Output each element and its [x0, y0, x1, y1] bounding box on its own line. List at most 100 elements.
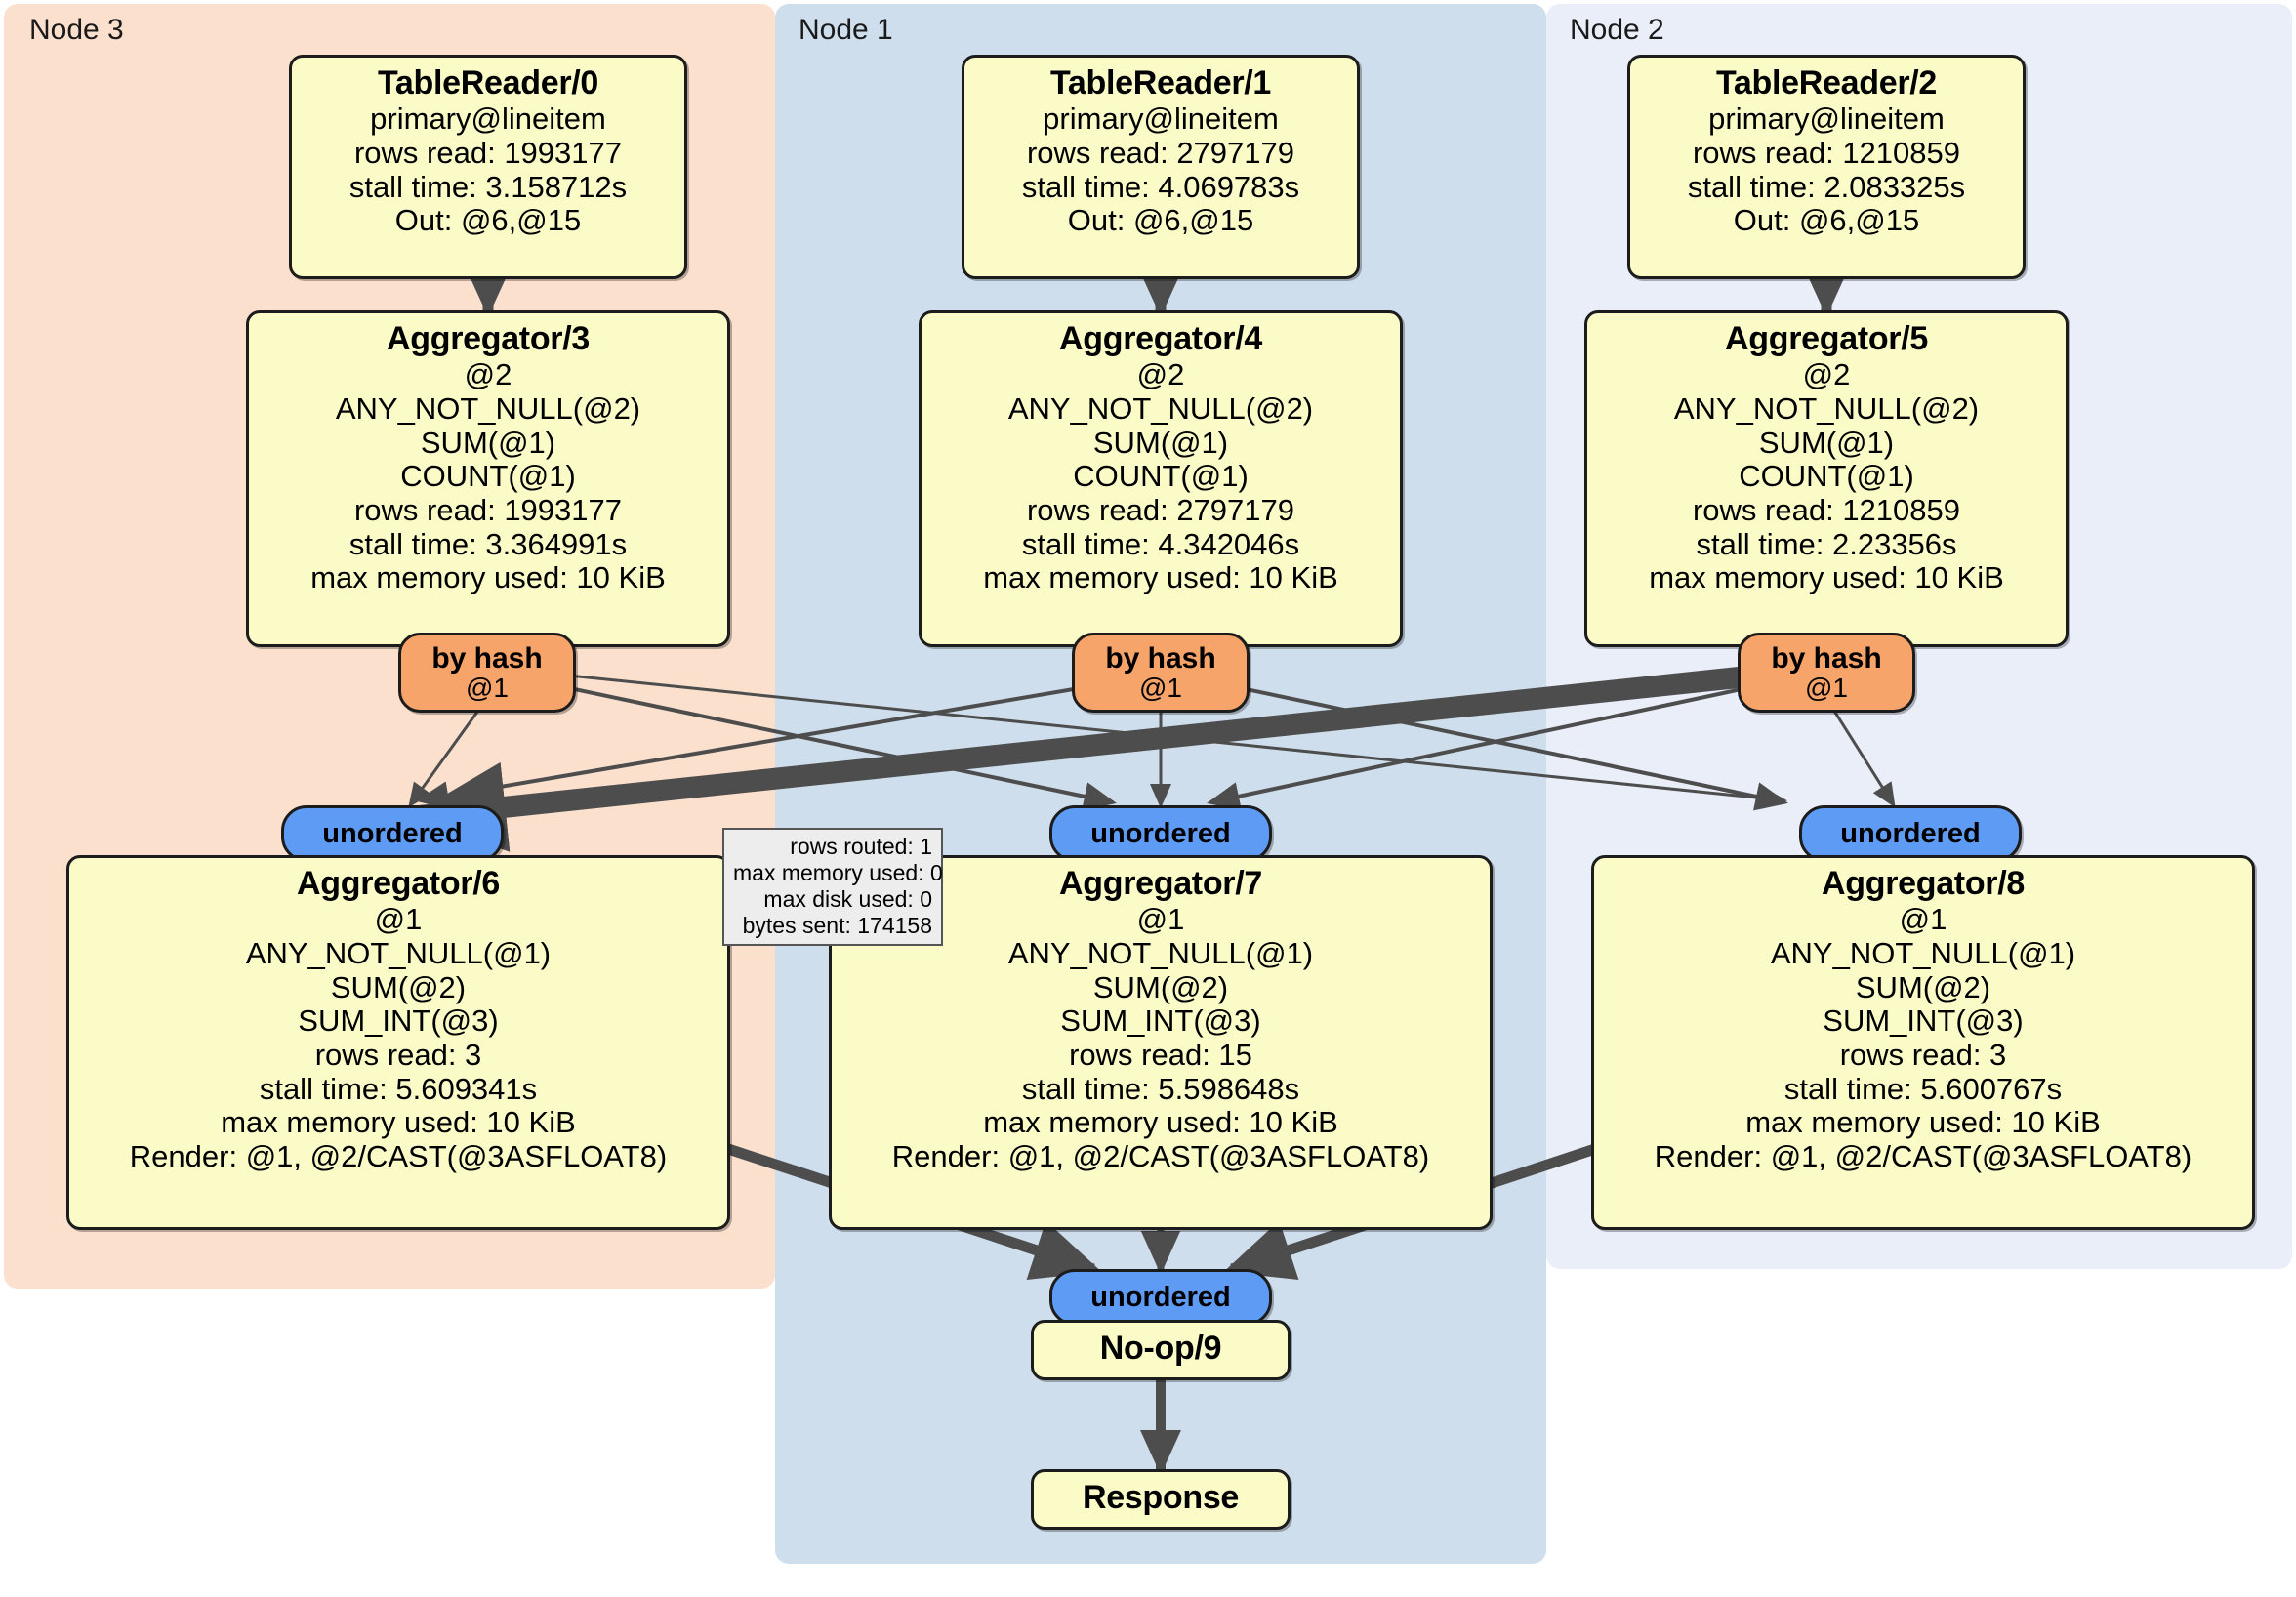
processor-detail: ANY_NOT_NULL(@1) — [1770, 935, 2076, 970]
processor-detail: SUM(@1) — [420, 425, 556, 460]
processor-title: No-op/9 — [1099, 1330, 1222, 1367]
router-by-hash-mid[interactable]: by hash @1 — [1072, 633, 1250, 713]
processor-detail: SUM_INT(@3) — [1060, 1003, 1261, 1039]
processor-noop-9[interactable]: No-op/9 — [1031, 1320, 1291, 1380]
processor-detail: @1 — [1899, 902, 1948, 937]
processor-detail: rows read: 2797179 — [1026, 135, 1295, 170]
processor-detail: stall time: 4.342046s — [1021, 526, 1300, 561]
processor-detail: @1 — [374, 902, 423, 937]
processor-title: Aggregator/3 — [387, 320, 590, 357]
router-type-label: by hash — [431, 641, 543, 675]
processor-detail: ANY_NOT_NULL(@2) — [335, 390, 641, 426]
processor-tablereader-1[interactable]: TableReader/1 primary@lineitem rows read… — [962, 55, 1360, 279]
processor-detail: rows read: 1210859 — [1692, 135, 1961, 170]
processor-title: TableReader/2 — [1715, 64, 1937, 102]
processor-title: Aggregator/5 — [1725, 320, 1928, 357]
processor-detail: rows read: 3 — [1839, 1037, 2007, 1072]
processor-detail: stall time: 5.598648s — [1021, 1071, 1300, 1106]
router-type-label: by hash — [1105, 641, 1216, 675]
processor-detail: @2 — [1802, 357, 1851, 392]
processor-detail: SUM(@2) — [1092, 969, 1229, 1004]
stream-unordered-right[interactable]: unordered — [1799, 805, 2022, 862]
processor-detail: COUNT(@1) — [400, 459, 576, 494]
processor-detail: stall time: 3.158712s — [348, 169, 628, 204]
processor-detail: max memory used: 10 KiB — [1649, 560, 2004, 595]
processor-detail: stall time: 2.23356s — [1696, 526, 1957, 561]
processor-detail: COUNT(@1) — [1739, 459, 1914, 494]
processor-detail: max memory used: 10 KiB — [983, 1105, 1338, 1140]
processor-aggregator-4[interactable]: Aggregator/4 @2 ANY_NOT_NULL(@2) SUM(@1)… — [919, 310, 1403, 647]
cluster-label-node3: Node 3 — [29, 14, 124, 46]
router-by-hash-left[interactable]: by hash @1 — [398, 633, 576, 713]
processor-detail: stall time: 5.600767s — [1784, 1071, 2063, 1106]
stream-label: unordered — [1090, 817, 1231, 849]
processor-detail: ANY_NOT_NULL(@1) — [245, 935, 552, 970]
processor-detail: max memory used: 10 KiB — [221, 1105, 576, 1140]
processor-detail: stall time: 2.083325s — [1687, 169, 1966, 204]
processor-detail: max memory used: 10 KiB — [1745, 1105, 2101, 1140]
cluster-label-node2: Node 2 — [1570, 14, 1664, 46]
processor-detail: Out: @6,@15 — [1067, 203, 1254, 238]
processor-detail: SUM(@2) — [330, 969, 467, 1004]
cluster-label-node1: Node 1 — [799, 14, 893, 46]
processor-detail: Render: @1, @2/CAST(@3ASFLOAT8) — [129, 1139, 668, 1174]
stream-label: unordered — [1090, 1281, 1231, 1313]
processor-detail: @1 — [1136, 902, 1185, 937]
processor-detail: rows read: 2797179 — [1026, 492, 1295, 527]
processor-title: Aggregator/8 — [1822, 865, 2025, 902]
processor-detail: SUM(@1) — [1758, 425, 1895, 460]
processor-aggregator-3[interactable]: Aggregator/3 @2 ANY_NOT_NULL(@2) SUM(@1)… — [246, 310, 730, 647]
processor-detail: SUM(@2) — [1855, 969, 1991, 1004]
processor-detail: SUM_INT(@3) — [1823, 1003, 2024, 1039]
processor-detail: primary@lineitem — [370, 102, 606, 137]
stat-line: max disk used: 0 — [763, 885, 932, 912]
router-column-label: @1 — [1139, 673, 1182, 704]
processor-tablereader-0[interactable]: TableReader/0 primary@lineitem rows read… — [289, 55, 687, 279]
router-by-hash-right[interactable]: by hash @1 — [1738, 633, 1915, 713]
processor-aggregator-5[interactable]: Aggregator/5 @2 ANY_NOT_NULL(@2) SUM(@1)… — [1584, 310, 2069, 647]
processor-detail: stall time: 5.609341s — [259, 1071, 538, 1106]
processor-detail: @2 — [1136, 357, 1185, 392]
stat-line: bytes sent: 174158 — [742, 912, 932, 938]
processor-title: TableReader/1 — [1049, 64, 1271, 102]
processor-response[interactable]: Response — [1031, 1469, 1291, 1530]
processor-title: Aggregator/6 — [297, 865, 500, 902]
processor-title: Response — [1082, 1479, 1240, 1516]
processor-detail: Out: @6,@15 — [394, 203, 582, 238]
router-type-label: by hash — [1771, 641, 1882, 675]
router-column-label: @1 — [466, 673, 509, 704]
stream-label: unordered — [1840, 817, 1981, 849]
processor-detail: rows read: 3 — [314, 1037, 482, 1072]
processor-detail: rows read: 1210859 — [1692, 492, 1961, 527]
processor-detail: SUM_INT(@3) — [298, 1003, 499, 1039]
stream-stats-tooltip: rows routed: 1 max memory used: 0 max di… — [722, 828, 943, 946]
stream-unordered-final[interactable]: unordered — [1049, 1269, 1272, 1326]
processor-detail: max memory used: 10 KiB — [310, 560, 666, 595]
processor-title: Aggregator/7 — [1059, 865, 1262, 902]
stream-label: unordered — [322, 817, 463, 849]
processor-detail: stall time: 3.364991s — [348, 526, 628, 561]
processor-detail: primary@lineitem — [1708, 102, 1945, 137]
processor-detail: rows read: 1993177 — [353, 492, 623, 527]
router-column-label: @1 — [1805, 673, 1848, 704]
processor-detail: Render: @1, @2/CAST(@3ASFLOAT8) — [1654, 1139, 2193, 1174]
processor-detail: Out: @6,@15 — [1733, 203, 1920, 238]
processor-detail: Render: @1, @2/CAST(@3ASFLOAT8) — [891, 1139, 1430, 1174]
processor-detail: rows read: 15 — [1069, 1037, 1252, 1072]
processor-title: TableReader/0 — [377, 64, 598, 102]
stat-line: max memory used: 0 — [733, 859, 943, 885]
processor-detail: primary@lineitem — [1043, 102, 1279, 137]
processor-detail: ANY_NOT_NULL(@1) — [1007, 935, 1314, 970]
processor-detail: @2 — [464, 357, 512, 392]
stream-unordered-left[interactable]: unordered — [281, 805, 504, 862]
stream-unordered-mid[interactable]: unordered — [1049, 805, 1272, 862]
processor-aggregator-6[interactable]: Aggregator/6 @1 ANY_NOT_NULL(@1) SUM(@2)… — [66, 855, 730, 1230]
processor-detail: rows read: 1993177 — [353, 135, 623, 170]
processor-detail: SUM(@1) — [1092, 425, 1229, 460]
processor-aggregator-8[interactable]: Aggregator/8 @1 ANY_NOT_NULL(@1) SUM(@2)… — [1591, 855, 2255, 1230]
processor-detail: max memory used: 10 KiB — [983, 560, 1338, 595]
processor-tablereader-2[interactable]: TableReader/2 primary@lineitem rows read… — [1627, 55, 2026, 279]
processor-title: Aggregator/4 — [1059, 320, 1262, 357]
processor-detail: COUNT(@1) — [1073, 459, 1249, 494]
